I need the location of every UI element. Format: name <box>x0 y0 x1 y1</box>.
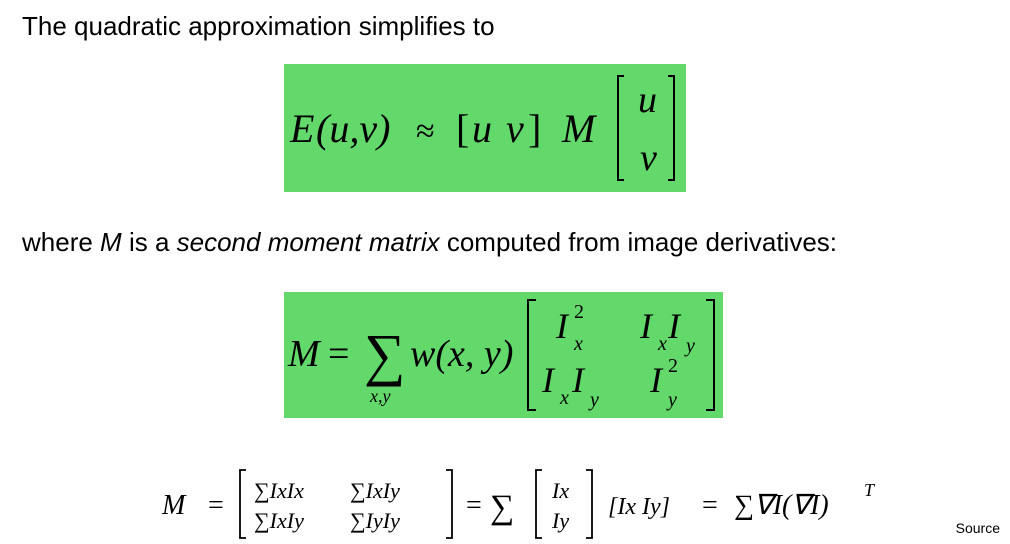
eq1-row-bracket-right: ] <box>528 106 541 151</box>
eq1-args: (u,v) <box>316 106 390 151</box>
eq2-w: w(x, y) <box>410 333 513 375</box>
eq2-sigma-sub: x,y <box>369 386 390 406</box>
where-M: M <box>100 227 122 257</box>
eq1-col-bracket-left <box>617 75 624 181</box>
eq2-m22-I: I <box>649 360 664 400</box>
eq2-sigma: ∑ <box>364 322 405 387</box>
eq1-col-u: u <box>638 79 657 121</box>
eq3-row: [Ix Iy] <box>608 494 670 520</box>
second-moment-matrix-equation: M = ∑ x,y w(x, y) I 2 x I x I y I x I y … <box>284 292 723 418</box>
intro-text: The quadratic approximation simplifies t… <box>22 11 495 41</box>
eq2-m11-sub: x <box>573 333 583 355</box>
eq1-row-bracket-left: [ <box>456 106 469 151</box>
eq2-m21-I1: I <box>541 360 556 400</box>
eq3-col-Ix: Ix <box>551 478 569 503</box>
eq2-m21-sub2: y <box>588 389 599 411</box>
eq3-equals-3: = <box>702 490 718 521</box>
eq2-bracket-right <box>706 299 715 411</box>
where-mid: is a <box>121 227 177 257</box>
eq2-m12-I2: I <box>667 306 682 346</box>
eq2-equals: = <box>328 333 349 375</box>
eq3-col-Iy: Iy <box>551 508 569 533</box>
equation-1-svg: E (u,v) ≈ [ u v ] M u v <box>289 75 675 181</box>
eq3-m12: ∑IxIy <box>350 478 400 503</box>
eq3-bracket-1-left <box>239 469 246 539</box>
where-pre: where <box>22 227 101 257</box>
where-term: second moment matrix <box>176 227 440 257</box>
eq2-m12-sub1: x <box>657 333 667 355</box>
eq2-m12-sub2: y <box>684 335 695 357</box>
eq3-m11: ∑IxIx <box>254 478 304 503</box>
equation-2-svg: M = ∑ x,y w(x, y) I 2 x I x I y I x I y … <box>287 299 715 411</box>
eq1-col-v: v <box>640 137 657 179</box>
eq2-m22-sup: 2 <box>668 355 678 377</box>
eq3-M: M <box>161 490 187 521</box>
eq1-E: E <box>289 106 314 151</box>
eq3-grad: ∑∇I(∇I) <box>734 490 829 521</box>
eq1-M: M <box>561 106 598 151</box>
eq3-bracket-1-right <box>446 469 453 539</box>
quadratic-approximation-equation: E (u,v) ≈ [ u v ] M u v <box>284 64 686 192</box>
eq2-m21-I2: I <box>571 360 586 400</box>
eq3-bracket-2-right <box>586 469 593 539</box>
eq3-transpose: T <box>864 480 876 500</box>
eq2-m12-I1: I <box>639 306 654 346</box>
eq3-m22: ∑IyIy <box>350 508 400 533</box>
eq2-bracket-left <box>527 299 536 411</box>
source-link[interactable]: Source <box>955 520 1000 536</box>
eq1-row-u: u <box>472 106 492 151</box>
eq3-sigma: ∑ <box>490 489 514 526</box>
eq2-M: M <box>287 333 322 375</box>
eq1-approx: ≈ <box>416 113 435 150</box>
eq3-equals-1: = <box>208 490 224 521</box>
eq2-m11-I: I <box>555 306 570 346</box>
eq3-equals-2: = <box>466 490 482 521</box>
where-post: computed from image derivatives: <box>439 227 838 257</box>
eq3-bracket-2-left <box>535 469 542 539</box>
eq2-m22-sub: y <box>666 389 677 411</box>
eq1-col-bracket-right <box>668 75 675 181</box>
eq3-m21: ∑IxIy <box>254 508 304 533</box>
where-text: where M is a second moment matrix comput… <box>22 226 837 258</box>
eq2-m11-sup: 2 <box>574 301 584 323</box>
eq2-m21-sub1: x <box>559 387 569 409</box>
eq1-row-v: v <box>506 106 524 151</box>
equation-3-svg: M = ∑IxIx ∑IxIy ∑IxIy ∑IyIy = ∑ Ix Iy [I… <box>161 469 876 539</box>
